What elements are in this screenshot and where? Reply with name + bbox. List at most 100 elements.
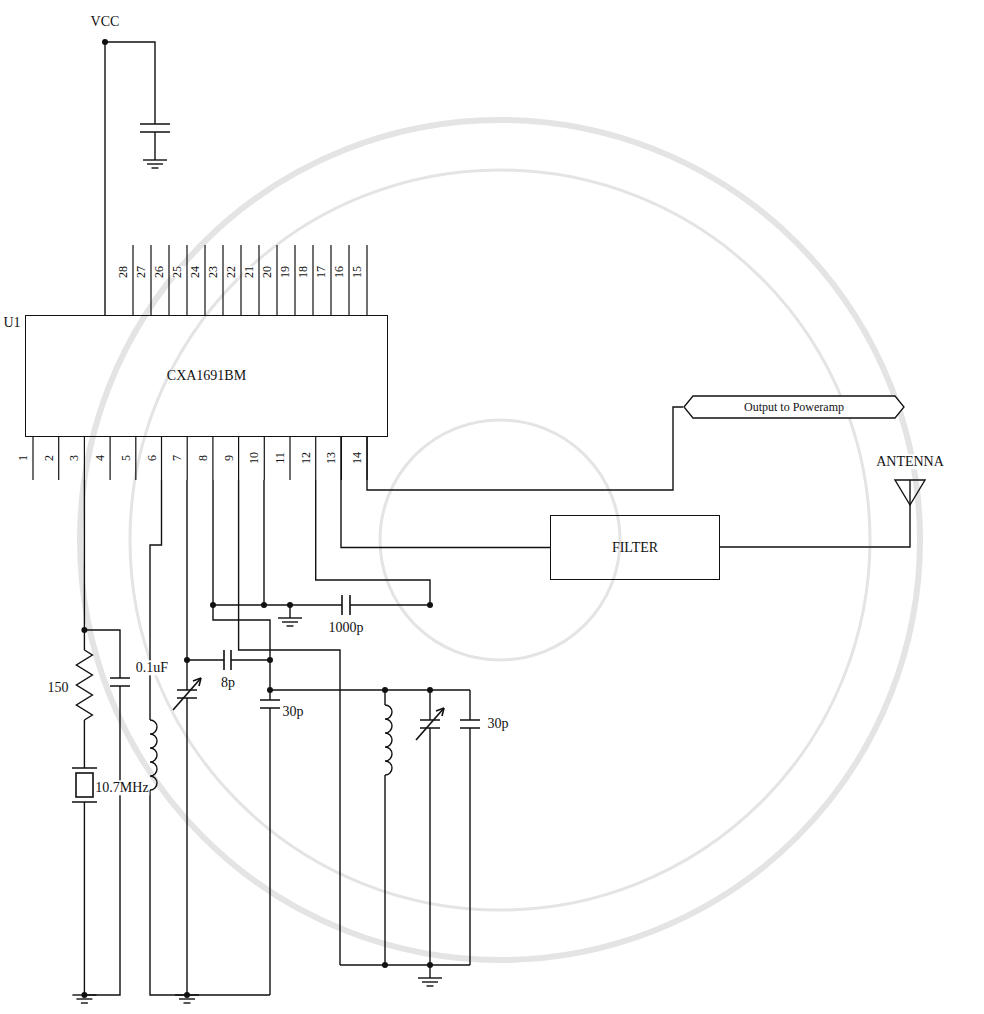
junction-dot <box>81 39 433 998</box>
pin-number: 19 <box>279 266 292 278</box>
pin-number: 4 <box>95 455 108 461</box>
wire <box>84 480 85 650</box>
watermark <box>130 170 870 910</box>
capacitor-symbol <box>260 700 280 708</box>
ground-symbol <box>278 617 302 618</box>
pin-number: 13 <box>326 452 339 464</box>
component-value: 30p <box>487 716 510 731</box>
variable-capacitor-symbol <box>416 708 444 740</box>
component-value: 30p <box>282 704 305 719</box>
output-flag: Output to Poweramp <box>683 395 905 419</box>
pin-line <box>168 245 169 315</box>
pin-line <box>109 437 110 480</box>
wire <box>105 42 155 124</box>
wire <box>150 790 270 995</box>
pin-line <box>264 437 265 480</box>
watermark <box>380 420 620 660</box>
wire <box>84 802 85 995</box>
component-value: 0.1uF <box>135 660 169 675</box>
crystal-symbol <box>72 768 97 802</box>
junction-dot <box>287 602 293 608</box>
wire <box>429 690 430 720</box>
capacitor-symbol <box>460 720 480 728</box>
node-text: FILTER <box>612 540 658 556</box>
wire <box>213 480 270 700</box>
pin-line <box>204 245 205 315</box>
wire <box>154 132 155 160</box>
component-value: 8p <box>220 675 236 690</box>
junction-dot <box>427 687 433 693</box>
ground-symbol <box>184 1002 191 1003</box>
pin-number: 18 <box>297 266 310 278</box>
filter-box: FILTER <box>550 515 720 580</box>
pin-line <box>33 245 367 480</box>
ground-symbol <box>81 1002 88 1003</box>
wire <box>469 690 470 720</box>
pin-number: 22 <box>225 266 238 278</box>
variable-capacitor-symbol <box>173 678 444 740</box>
pin-number: 2 <box>43 455 56 461</box>
pin-number: 24 <box>189 266 202 278</box>
ground-symbol <box>152 167 159 168</box>
wire <box>720 505 910 547</box>
ground-symbol <box>418 977 442 978</box>
pin-number: 7 <box>172 455 185 461</box>
pin-line <box>240 245 241 315</box>
wire <box>231 659 270 660</box>
junction-dot <box>382 962 388 968</box>
pin-line <box>186 245 187 315</box>
resistor-symbol <box>76 650 92 720</box>
wire <box>239 480 340 965</box>
pin-number: 8 <box>197 455 210 461</box>
pin-line <box>366 245 367 315</box>
junction-dot <box>267 657 273 663</box>
pin-line <box>58 437 59 480</box>
flag-outline <box>684 396 904 418</box>
ic-chip: CXA1691BM <box>25 315 388 437</box>
pin-number: 6 <box>146 455 159 461</box>
wire <box>186 698 187 995</box>
resistor-symbol <box>76 650 92 720</box>
ground-symbol <box>287 625 294 626</box>
pin-line <box>32 437 33 480</box>
wire <box>213 604 342 605</box>
junction-dot <box>210 602 216 608</box>
pin-line <box>222 245 223 315</box>
pin-number: 20 <box>261 266 274 278</box>
pin-line <box>238 437 239 480</box>
antenna-label: ANTENNA <box>875 454 945 469</box>
wire <box>150 480 162 720</box>
pin-line <box>294 245 295 315</box>
watermark <box>80 120 920 960</box>
pin-line <box>276 245 277 315</box>
wire <box>263 480 264 605</box>
pin-number: 15 <box>351 266 364 278</box>
antenna-symbol <box>909 480 910 505</box>
capacitor-symbol <box>110 124 480 728</box>
crystal-symbol <box>76 773 93 797</box>
pin-number: 16 <box>333 266 346 278</box>
ground-symbol <box>282 621 298 622</box>
wire <box>84 42 910 995</box>
pin-line <box>161 437 162 480</box>
signal-wire <box>341 437 550 548</box>
inductor-symbol <box>150 705 392 790</box>
wire <box>187 659 224 660</box>
pin-line <box>187 437 188 480</box>
crystal-symbol <box>72 768 97 802</box>
wire <box>104 42 105 315</box>
pin-line <box>132 245 133 315</box>
node-text: CXA1691BM <box>167 368 246 384</box>
ground-symbol <box>76 998 92 999</box>
pin-number: 23 <box>207 266 220 278</box>
wire <box>316 480 430 605</box>
variable-capacitor-symbol <box>193 678 201 686</box>
ground-symbol <box>147 163 163 164</box>
pin-line <box>312 245 313 315</box>
junction-dot <box>81 627 87 633</box>
pin-line <box>289 437 290 480</box>
wire <box>429 728 430 965</box>
inductor-symbol <box>385 705 392 775</box>
